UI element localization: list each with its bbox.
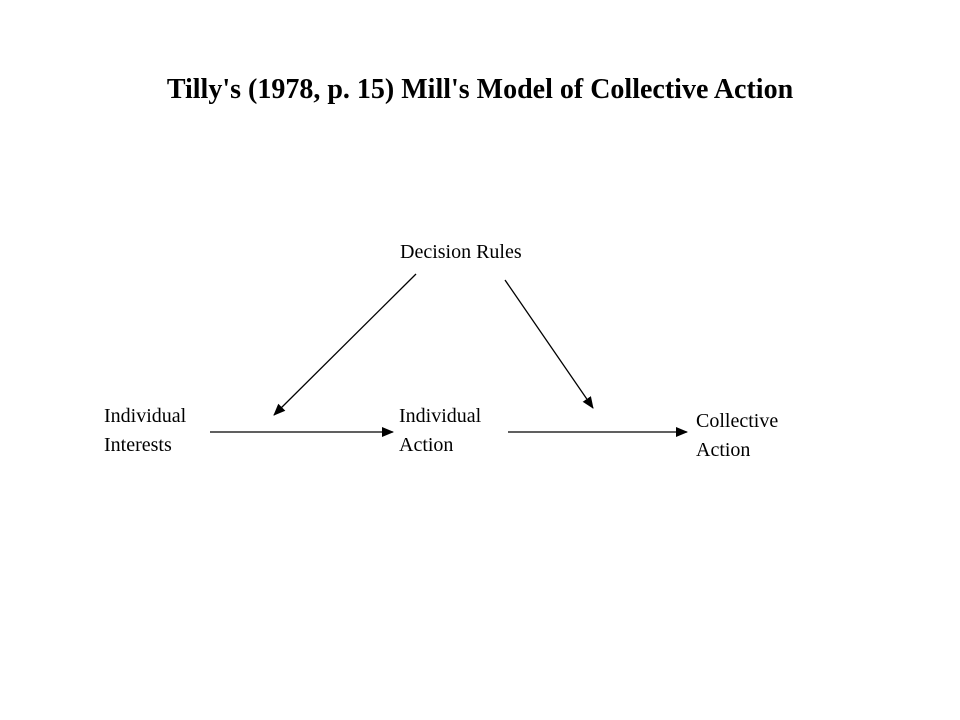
node-individual-interests: Individual Interests	[104, 402, 186, 460]
node-collective-action-line2: Action	[696, 439, 751, 461]
node-collective-action-line1: Collective	[696, 410, 779, 432]
node-individual-interests-line2: Interests	[104, 434, 172, 456]
node-individual-interests-line1: Individual	[104, 405, 187, 427]
node-individual-action-line2: Action	[399, 434, 454, 456]
node-collective-action: Collective Action	[696, 407, 778, 465]
diagram-title: Tilly's (1978, p. 15) Mill's Model of Co…	[166, 74, 794, 105]
node-decision-rules: Decision Rules	[400, 238, 522, 267]
arrow-decision-to-action-link	[504, 279, 594, 409]
node-individual-action: Individual Action	[399, 402, 481, 460]
node-individual-action-line1: Individual	[399, 405, 482, 427]
node-decision-rules-label: Decision Rules	[400, 241, 522, 263]
arrow-decision-to-interests	[273, 273, 417, 416]
